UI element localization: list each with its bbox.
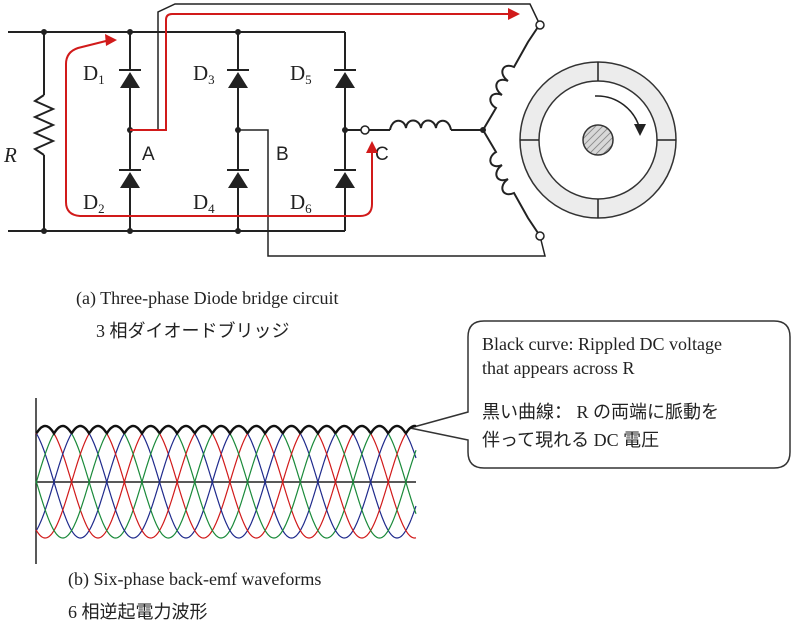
phase-a-lead xyxy=(130,3,541,131)
inductor-a xyxy=(482,26,539,131)
diode-column-c xyxy=(334,32,356,231)
junction-dot xyxy=(41,228,47,234)
callout-jp-line-2: 伴って現れる DC 電圧 xyxy=(482,430,659,450)
waveform-plot xyxy=(35,398,417,564)
current-path xyxy=(65,39,373,217)
terminal-a xyxy=(535,20,545,30)
diode-d5-symbol xyxy=(335,72,355,88)
waveform-envelope xyxy=(35,424,417,436)
diode-column-b xyxy=(227,32,249,231)
inductor-c xyxy=(389,119,452,131)
diode-d2-symbol xyxy=(120,172,140,188)
phase-b-lead xyxy=(238,129,546,257)
current-arrow-right xyxy=(508,8,520,20)
current-arrow-top xyxy=(105,34,117,46)
diode-label-d2: D2 xyxy=(83,190,105,216)
caption-b-jp: 6 相逆起電力波形 xyxy=(68,602,208,622)
callout-box xyxy=(409,320,791,469)
node-label-c: C xyxy=(375,144,389,165)
caption-b-en: (b) Six-phase back-emf waveforms xyxy=(68,569,321,590)
junction-dot xyxy=(41,29,47,35)
rotation-arrow xyxy=(594,95,641,131)
diode-label-d1: D1 xyxy=(83,61,105,87)
waveform-phase-4 xyxy=(35,425,417,539)
waveform-phase-3 xyxy=(35,425,417,539)
resistor-label: R xyxy=(3,143,17,167)
motor xyxy=(519,61,677,219)
diode-d3-symbol xyxy=(228,72,248,88)
diode-d4-symbol xyxy=(228,172,248,188)
callout-line-1: Black curve: Rippled DC voltage xyxy=(482,334,722,354)
bridge-circuit: R xyxy=(3,3,677,257)
terminal-c xyxy=(360,125,370,135)
current-arrow-c xyxy=(366,141,378,153)
caption-a-en: (a) Three-phase Diode bridge circuit xyxy=(76,288,339,309)
resistor xyxy=(32,32,56,231)
current-path-upper xyxy=(130,13,512,131)
diode-label-d6: D6 xyxy=(290,190,312,216)
rotation-arrowhead xyxy=(634,124,646,136)
rotor-shaft xyxy=(582,124,614,156)
diode-label-d5: D5 xyxy=(290,61,312,87)
diode-label-d4: D4 xyxy=(193,190,215,216)
terminal-b xyxy=(535,231,545,241)
diode-d6-symbol xyxy=(335,172,355,188)
caption-a-jp: 3 相ダイオードブリッジ xyxy=(96,320,290,341)
callout-line-2: that appears across R xyxy=(482,358,634,378)
inductor-b xyxy=(482,129,539,234)
diode-column-a xyxy=(119,32,141,231)
node-label-b: B xyxy=(276,144,289,165)
diode-label-d3: D3 xyxy=(193,61,215,87)
callout-jp-line-1: 黒い曲線： R の両端に脈動を xyxy=(482,402,719,422)
node-label-a: A xyxy=(142,144,155,165)
diode-d1-symbol xyxy=(120,72,140,88)
